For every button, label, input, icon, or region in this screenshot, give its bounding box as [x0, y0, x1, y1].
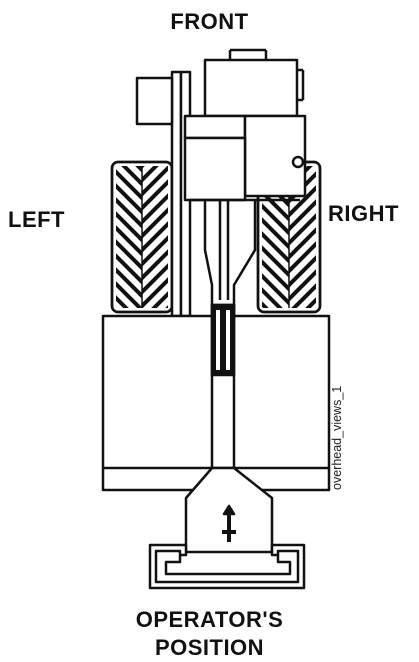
left-wheel — [110, 160, 174, 314]
left-label: LEFT — [8, 207, 65, 232]
operator-position-label: OPERATOR'S POSITION — [0, 606, 419, 662]
operator-label-line-2: POSITION — [154, 635, 265, 660]
operator-platform — [148, 543, 306, 590]
operator-label-line-1: OPERATOR'S — [135, 607, 284, 632]
engine-housing — [183, 48, 307, 202]
rear-body — [101, 303, 331, 492]
right-label: RIGHT — [328, 201, 399, 226]
front-label: FRONT — [170, 9, 249, 34]
left-front-block — [135, 76, 174, 126]
